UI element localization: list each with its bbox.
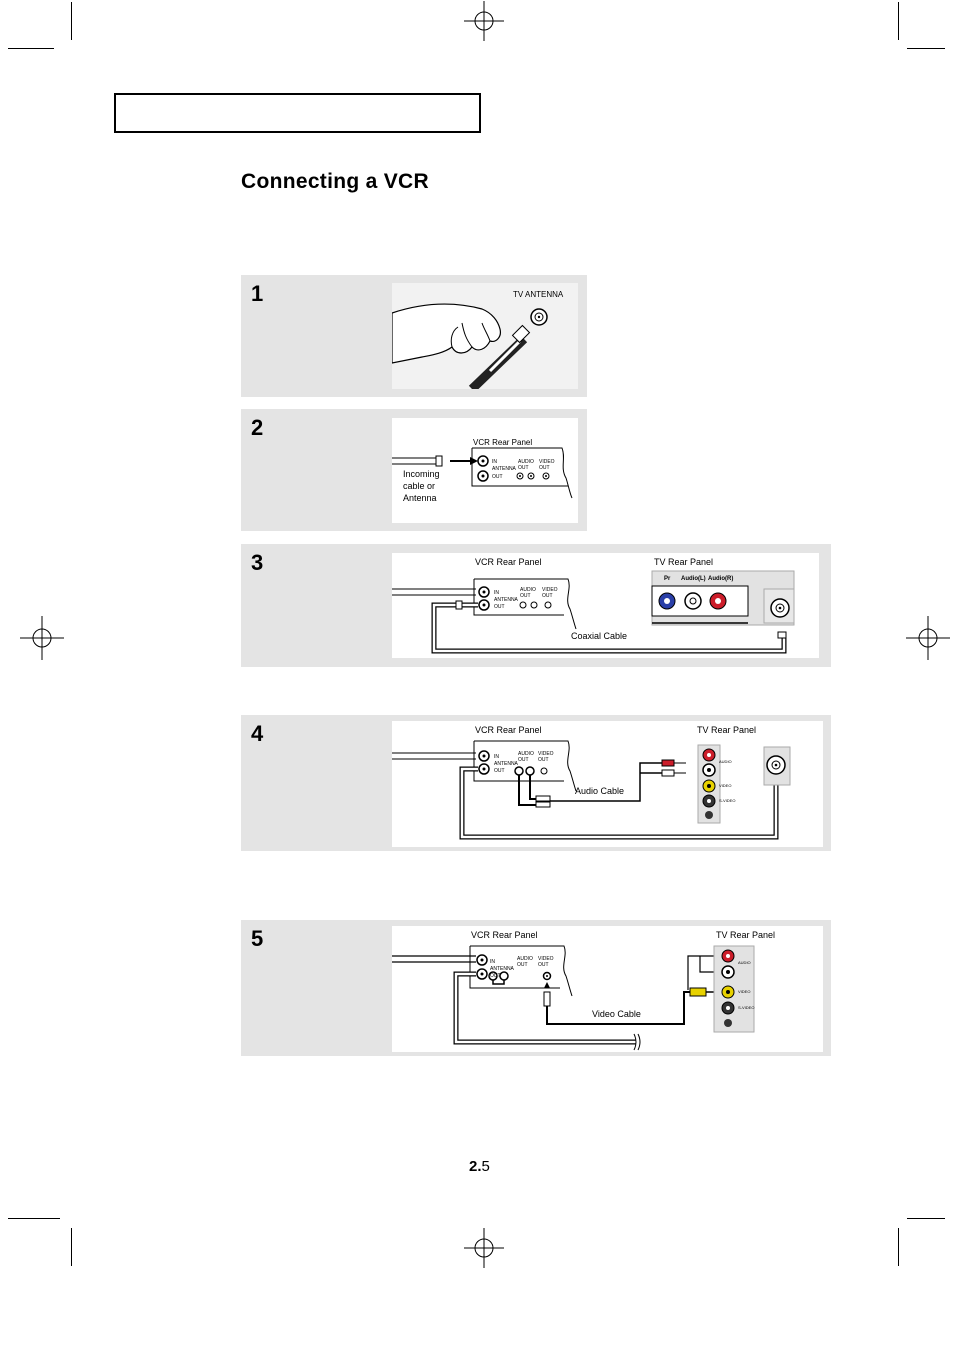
step-number: 5: [251, 926, 264, 951]
crop-mark: [8, 1218, 60, 1219]
coaxial-cable-label: Coaxial Cable: [571, 631, 628, 641]
registration-mark: [464, 1, 504, 41]
video-out-label: VIDEO OUT: [542, 587, 558, 599]
crop-mark: [71, 1228, 72, 1266]
crop-mark: [8, 48, 54, 49]
audio-cable-label: Audio Cable: [575, 786, 625, 796]
video-jack-label: VIDEO: [738, 989, 751, 994]
tv-rear-panel-label: TV Rear Panel: [716, 930, 776, 940]
antenna-label: ANTENNA: [494, 597, 518, 603]
in-label: IN: [492, 459, 497, 465]
step-number: 1: [251, 281, 264, 306]
incoming-label: Incoming: [403, 469, 440, 479]
crop-mark: [898, 1228, 899, 1266]
tv-rear-panel-label: TV Rear Panel: [654, 557, 714, 567]
video-connection-diagram: VCR Rear Panel TV Rear Panel IN ANTENNA …: [392, 926, 823, 1052]
video-out-label: VIDEO OUT: [538, 751, 554, 763]
out-label: OUT: [492, 474, 503, 480]
step-4: 4: [241, 715, 831, 851]
video-out-label: VIDEO OUT: [539, 459, 555, 471]
audio-out-label: AUDIO OUT: [518, 459, 534, 471]
out-label: OUT: [494, 604, 505, 610]
incoming-label: cable or: [403, 481, 436, 491]
in-label: IN: [494, 754, 499, 760]
crop-mark: [71, 2, 72, 40]
video-jack-label: VIDEO: [719, 783, 732, 788]
antenna-label: ANTENNA: [494, 761, 518, 767]
header-box: [114, 93, 481, 133]
step-1: 1 TV ANTENNA: [241, 275, 587, 397]
step-number: 4: [251, 721, 264, 746]
crop-mark: [907, 1218, 945, 1219]
in-label: IN: [494, 590, 499, 596]
audio-r-label: Audio(R): [708, 576, 734, 582]
out-label: OUT: [490, 973, 501, 979]
antenna-label: ANTENNA: [492, 466, 516, 472]
coaxial-connection-diagram: VCR Rear Panel TV Rear Panel IN ANTENNA …: [392, 553, 819, 658]
vcr-rear-panel-label: VCR Rear Panel: [475, 557, 542, 567]
tv-rear-panel-label: TV Rear Panel: [697, 725, 757, 735]
page-number-rest: 5: [481, 1158, 490, 1175]
vcr-rear-panel-label: VCR Rear Panel: [473, 438, 533, 447]
tv-antenna-label: TV ANTENNA: [513, 290, 564, 299]
registration-mark: [20, 616, 64, 660]
video-out-label: VIDEO OUT: [538, 956, 554, 968]
step-5: 5: [241, 920, 831, 1056]
antenna-label: ANTENNA: [490, 966, 514, 972]
in-label: IN: [490, 959, 495, 965]
audio-out-label: AUDIO OUT: [520, 587, 536, 599]
step-3: 3 VCR Rear Pane: [241, 544, 831, 667]
vcr-rear-panel-label: VCR Rear Panel: [475, 725, 542, 735]
vcr-connection-diagram: VCR Rear Panel IN ANTENNA OUT AUDIO OUT …: [392, 418, 578, 523]
crop-mark: [898, 2, 899, 40]
audio-out-label: AUDIO OUT: [518, 751, 534, 763]
video-cable-label: Video Cable: [592, 1009, 641, 1019]
out-label: OUT: [494, 768, 505, 774]
incoming-label: Antenna: [403, 493, 437, 503]
step-2: 2 VCR Rear Panel IN ANTENNA OUT AUDIO OU…: [241, 409, 587, 531]
audio-connection-diagram: VCR Rear Panel TV Rear Panel IN ANTENNA …: [392, 721, 823, 847]
audio-jack-label: AUDIO: [738, 960, 751, 965]
vcr-rear-panel-label: VCR Rear Panel: [471, 930, 538, 940]
page-title: Connecting a VCR: [241, 170, 429, 193]
audio-jack-label: AUDIO: [719, 759, 732, 764]
svideo-jack-label: S-VIDEO: [719, 798, 736, 803]
step-number: 2: [251, 415, 264, 440]
antenna-illustration: TV ANTENNA: [392, 283, 578, 389]
pr-label: Pr: [664, 576, 671, 582]
audio-out-label: AUDIO OUT: [517, 956, 533, 968]
page-number: 2.5: [469, 1158, 490, 1175]
svideo-jack-label: S-VIDEO: [738, 1005, 755, 1010]
registration-mark: [464, 1228, 504, 1268]
page-number-bold: 2.: [469, 1158, 482, 1175]
audio-l-label: Audio(L): [681, 576, 706, 582]
crop-mark: [907, 48, 945, 49]
registration-mark: [906, 616, 950, 660]
step-number: 3: [251, 550, 264, 575]
